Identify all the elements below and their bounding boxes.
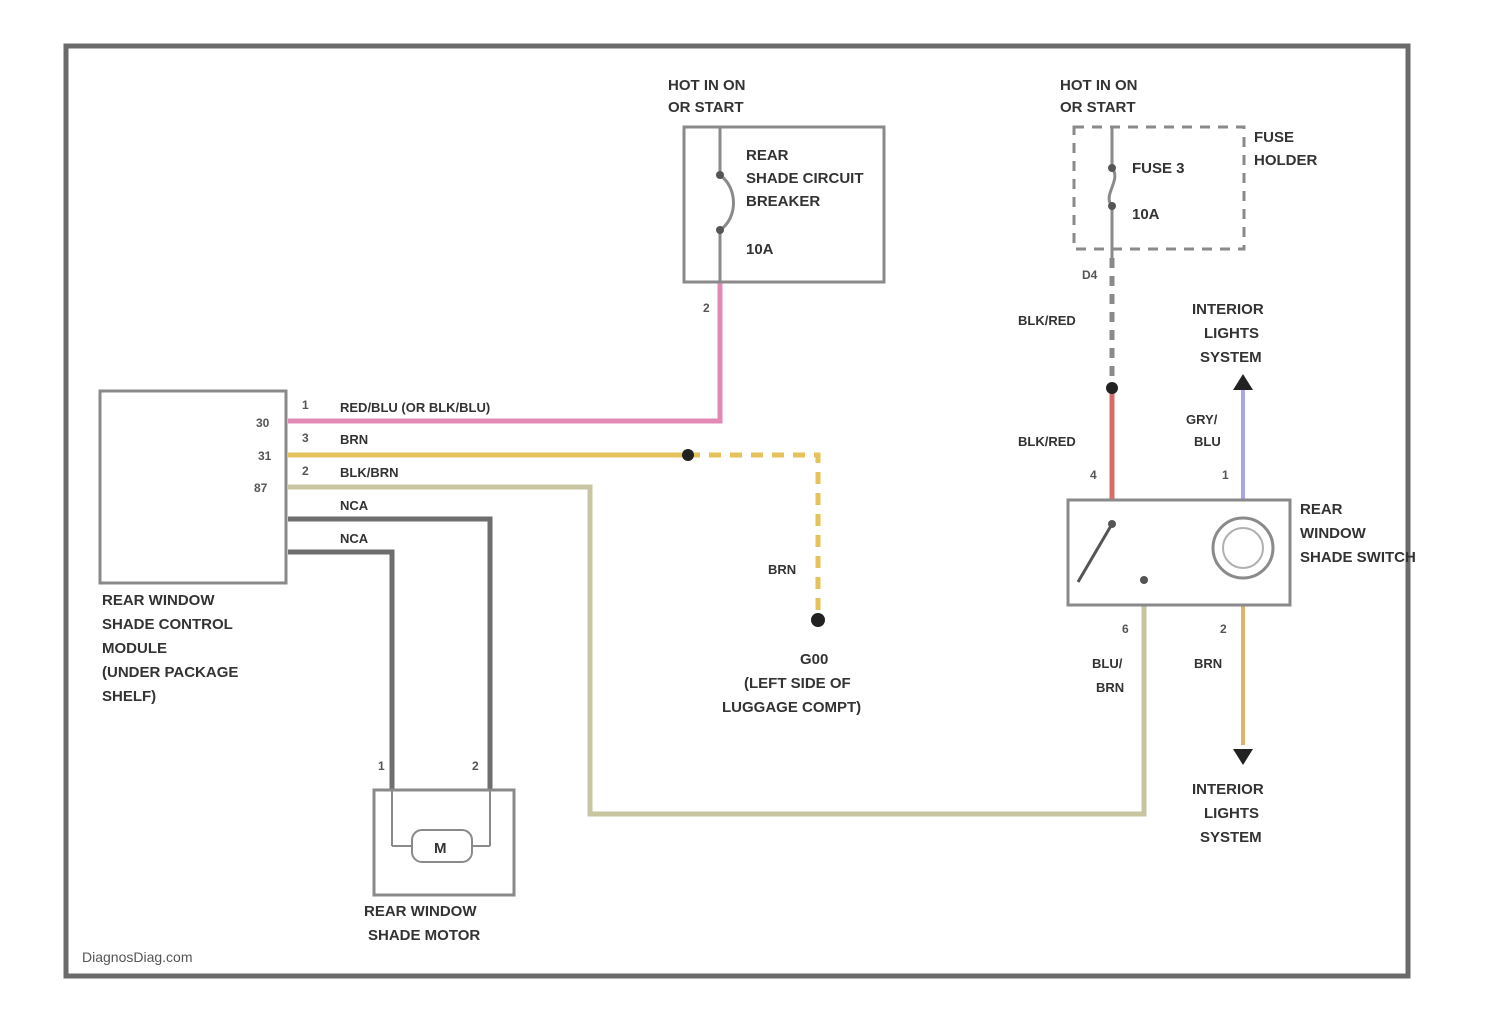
ground-dot xyxy=(811,613,825,627)
breaker-rating: 10A xyxy=(746,241,774,258)
wire-label-blk-red-lower: BLK/RED xyxy=(1018,434,1076,449)
wire-label-brn: BRN xyxy=(340,432,368,447)
interior-lights-bottom-1: INTERIOR xyxy=(1192,781,1264,798)
arrow-down-icon xyxy=(1233,749,1253,765)
wire-nca-2 xyxy=(288,552,392,790)
fuse-hot-label-2: OR START xyxy=(1060,99,1136,116)
fuse-element xyxy=(1109,168,1115,206)
module-name-2: SHADE CONTROL xyxy=(102,616,233,633)
lamp-inner xyxy=(1223,528,1263,568)
wire-label-nca-1: NCA xyxy=(340,498,369,513)
shade-switch-name-1: REAR xyxy=(1300,501,1343,518)
module-terminal-30: 30 xyxy=(256,416,270,430)
breaker-contact-2 xyxy=(716,226,724,234)
module-name-5: SHELF) xyxy=(102,688,156,705)
shade-switch-box xyxy=(1068,500,1290,605)
shade-switch-name-2: WINDOW xyxy=(1300,525,1367,542)
wire-label-blu-brn-1: BLU/ xyxy=(1092,656,1123,671)
fuse-contact-1 xyxy=(1108,164,1116,172)
ground-id: G00 xyxy=(800,651,828,668)
module-name-3: MODULE xyxy=(102,640,167,657)
switch-pin-bottom-right: 2 xyxy=(1220,622,1227,636)
breaker-pin: 2 xyxy=(703,301,710,315)
shade-switch-name-3: SHADE SWITCH xyxy=(1300,549,1416,566)
arrow-up-icon xyxy=(1233,374,1253,390)
switch-pin-top-left: 4 xyxy=(1090,468,1097,482)
module-terminal-87: 87 xyxy=(254,481,268,495)
breaker-name-1: REAR xyxy=(746,147,789,164)
interior-lights-bottom-3: SYSTEM xyxy=(1200,829,1262,846)
wire-nca-1 xyxy=(288,519,490,790)
fuse-rating: 10A xyxy=(1132,206,1160,223)
fuse-holder-box xyxy=(1074,127,1244,249)
wire-label-nca-2: NCA xyxy=(340,531,369,546)
interior-lights-top-1: INTERIOR xyxy=(1192,301,1264,318)
module-name-4: (UNDER PACKAGE xyxy=(102,664,238,681)
wire-label-brn-lower: BRN xyxy=(1194,656,1222,671)
fuse-holder-label-2: HOLDER xyxy=(1254,152,1318,169)
breaker-name-2: SHADE CIRCUIT xyxy=(746,170,864,187)
splice-dot xyxy=(682,449,694,461)
breaker-hot-label-2: OR START xyxy=(668,99,744,116)
wire-label-blk-red-upper: BLK/RED xyxy=(1018,313,1076,328)
wire-label-blu-brn-2: BRN xyxy=(1096,680,1124,695)
wire-label-red-blu: RED/BLU (OR BLK/BLU) xyxy=(340,400,490,415)
wire-label-gry-blu-2: BLU xyxy=(1194,434,1221,449)
breaker-hot-label-1: HOT IN ON xyxy=(668,77,746,94)
module-pin-1: 1 xyxy=(302,398,309,412)
switch-pin-bottom-left: 6 xyxy=(1122,622,1129,636)
switch-contact-bottom xyxy=(1140,576,1148,584)
breaker-element xyxy=(720,175,734,230)
fuse-holder-label-1: FUSE xyxy=(1254,129,1294,146)
breaker-name-3: BREAKER xyxy=(746,193,820,210)
wire-brn-dashed xyxy=(688,455,818,620)
wire-label-gry-blu-1: GRY/ xyxy=(1186,412,1218,427)
fuse-name: FUSE 3 xyxy=(1132,160,1185,177)
module-pin-2: 2 xyxy=(302,464,309,478)
switch-blade xyxy=(1078,524,1112,582)
motor-name-1: REAR WINDOW xyxy=(364,903,477,920)
motor-symbol: M xyxy=(434,840,447,857)
module-name-1: REAR WINDOW xyxy=(102,592,215,609)
interior-lights-top-2: LIGHTS xyxy=(1204,325,1259,342)
breaker-contact-1 xyxy=(716,171,724,179)
fuse-hot-label-1: HOT IN ON xyxy=(1060,77,1138,94)
fuse-connector: D4 xyxy=(1082,268,1098,282)
watermark: DiagnosDiag.com xyxy=(82,949,193,965)
ground-wire-label: BRN xyxy=(768,562,796,577)
wire-blk-brn xyxy=(288,487,1144,814)
ground-desc-1: (LEFT SIDE OF xyxy=(744,675,851,692)
motor-name-2: SHADE MOTOR xyxy=(368,927,480,944)
interior-lights-top-3: SYSTEM xyxy=(1200,349,1262,366)
module-terminal-31: 31 xyxy=(258,449,272,463)
module-pin-3: 3 xyxy=(302,431,309,445)
wire-label-blk-brn: BLK/BRN xyxy=(340,465,399,480)
motor-pin-1: 1 xyxy=(378,759,385,773)
junction-dot xyxy=(1106,382,1118,394)
ground-desc-2: LUGGAGE COMPT) xyxy=(722,699,861,716)
interior-lights-bottom-2: LIGHTS xyxy=(1204,805,1259,822)
switch-pin-top-right: 1 xyxy=(1222,468,1229,482)
fuse-contact-2 xyxy=(1108,202,1116,210)
motor-pin-2: 2 xyxy=(472,759,479,773)
